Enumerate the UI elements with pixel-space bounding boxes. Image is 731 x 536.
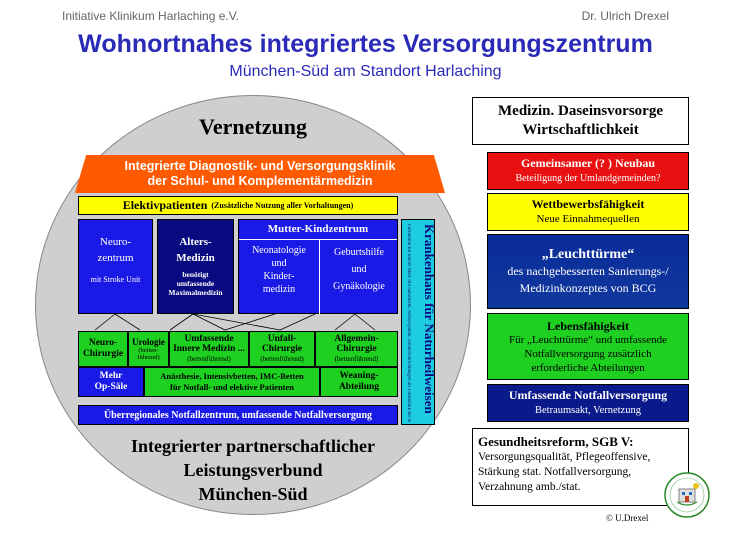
box-line: erforderliche Abteilungen	[531, 361, 645, 374]
box-line: Medizinkonzeptes von BCG	[519, 281, 657, 295]
box-line: Versorgungsqualität, Pflegeoffensive,	[478, 451, 651, 463]
dept-label: Unfall-	[267, 334, 297, 344]
box-notfallversorgung: Umfassende Notfallversorgung Betraumsakt…	[487, 384, 689, 422]
naturheil-column: Krankenhaus für Naturheilweisen Fachklin…	[401, 219, 437, 425]
alters-title: Medizin	[176, 252, 215, 264]
klinik-banner-line: der Schul- und Komplementärmedizin	[147, 174, 373, 188]
dept-unfallchirurgie: Unfall- Chirurgie (bettenführend)	[249, 331, 315, 367]
box-line: Medizin. Daseinsvorsorge	[498, 103, 663, 119]
initiative-logo-icon	[664, 472, 710, 518]
dept-label: Chirurgie	[261, 344, 303, 354]
box-line: Stärkung stat. Notfallversorgung,	[478, 466, 632, 478]
box-line: des nachgebesserten Sanierungs-/	[507, 264, 669, 278]
box-sub: Betraumsakt, Vernetzung	[535, 405, 641, 416]
elektiv-note: (Zusätzliche Nutzung aller Vorhaltungen)	[211, 201, 354, 210]
dept-note: (betten- führend)	[137, 347, 160, 361]
neonatologie-text: und	[271, 258, 287, 269]
dept-note: (bettenführend)	[187, 355, 231, 363]
box-sub: Neue Einnahmequellen	[536, 213, 640, 225]
klinik-banner: Integrierte Diagnostik- und Versorgungsk…	[75, 155, 445, 193]
connector-lines	[94, 313, 376, 331]
dept-label: Allgemein-	[334, 334, 379, 344]
geburtshilfe-text: und	[351, 264, 367, 275]
box-line: Notfallversorgung zusätzlich	[524, 347, 652, 360]
weaning-label: Abteilung	[338, 382, 380, 392]
neuro-title: zentrum	[97, 252, 134, 264]
op-label: Mehr	[99, 371, 123, 381]
klinik-banner-line: Integrierte Diagnostik- und Versorgungsk…	[124, 159, 396, 173]
mutter-kind-box: Mutter-Kindzentrum Neonatologie und Kind…	[238, 219, 398, 314]
op-label: Op-Säle	[94, 382, 128, 392]
dept-neurochirurgie: Neuro- Chirurgie	[78, 331, 128, 367]
op-saele-box: Mehr Op-Säle	[78, 367, 144, 397]
mutter-kind-divider	[239, 239, 397, 240]
box-neubau: Gemeinsamer (? ) Neubau Beteiligung der …	[487, 152, 689, 190]
neonatologie-text: Kinder-	[263, 271, 295, 282]
box-leuchttuerme: „Leuchttürme“ des nachgebesserten Sanier…	[487, 234, 689, 309]
dept-urologie: Urologie (betten- führend)	[128, 331, 169, 367]
dept-label: Chirurgie	[82, 349, 124, 359]
naturheil-note: Fachklinik für Innere Med. mit naturheil…	[406, 224, 411, 422]
notfall-bar: Überregionales Notfallzentrum, umfassend…	[78, 405, 398, 425]
box-daseinsvorsorge: Medizin. Daseinsvorsorge Wirtschaftlichk…	[472, 97, 689, 145]
neonatologie-text: medizin	[262, 284, 296, 295]
box-line: Wirtschaftlichkeit	[522, 122, 639, 138]
box-title: Gemeinsamer (? ) Neubau	[520, 156, 656, 170]
anaesthesie-box: Anästhesie, Intensivbetten, IMC-Betten f…	[144, 367, 320, 397]
geburtshilfe-text: Gynäkologie	[333, 281, 385, 292]
elektiv-bar: Elektivpatienten (Zusätzliche Nutzung al…	[78, 196, 398, 215]
neuro-title: Neuro-	[99, 236, 132, 248]
box-gesundheitsreform: Gesundheitsreform, SGB V: Versorgungsqua…	[472, 428, 689, 506]
mutter-kind-divider	[319, 239, 320, 314]
oval-bottom-line: Leistungsverbund	[183, 460, 323, 480]
alters-medizin-box: Alters- Medizin benötigt umfassende Maxi…	[157, 219, 234, 314]
naturheil-title: Krankenhaus für Naturheilweisen	[422, 224, 437, 414]
alters-note: umfassende	[176, 279, 215, 288]
box-title: „Leuchttürme“	[541, 247, 635, 262]
alters-note: benötigt	[182, 270, 209, 279]
page-subtitle: München-Süd am Standort Harlaching	[229, 63, 502, 80]
alters-note: Maximalmedizin	[168, 288, 223, 297]
oval-bottom-line: Integrierter partnerschaftlicher	[130, 436, 376, 456]
copyright: © U.Drexel	[606, 513, 649, 523]
dept-label: Umfassende	[184, 334, 234, 344]
box-title: Umfassende Notfallversorgung	[508, 388, 668, 402]
page-title: Wohnortnahes integriertes Versorgungszen…	[78, 30, 653, 58]
dept-label: Innere Medizin ...	[173, 344, 245, 354]
anaesthesie-label: für Notfall- und elektive Patienten	[169, 382, 295, 392]
elektiv-main: Elektivpatienten	[122, 198, 208, 212]
dept-label: Chirurgie	[336, 344, 377, 354]
dept-note: (bettenführend)	[334, 355, 379, 363]
box-line: Verzahnung amb./stat.	[478, 481, 581, 493]
oval-bottom-label: Integrierter partnerschaftlicher Leistun…	[35, 432, 471, 508]
box-title: Lebensfähigkeit	[546, 318, 629, 333]
weaning-label: Weaning-	[339, 371, 379, 381]
alters-title: Alters-	[179, 236, 212, 248]
oval-bottom-line: München-Süd	[198, 484, 308, 504]
neurozentrum-box: Neuro- zentrum mit Stroke Unit	[78, 219, 153, 314]
dept-note: (bettenführend)	[260, 355, 304, 363]
oval-top-label: Vernetzung	[199, 114, 307, 139]
weaning-box: Weaning- Abteilung	[320, 367, 398, 397]
anaesthesie-label: Anästhesie, Intensivbetten, IMC-Betten	[160, 371, 304, 381]
box-lebensfaehigkeit: Lebensfähigkeit Für „Leuchttürme“ und um…	[487, 313, 689, 380]
header-author: Dr. Ulrich Drexel	[581, 9, 669, 23]
dept-label: Urologie	[132, 337, 165, 347]
dept-label: Neuro-	[88, 338, 118, 348]
box-line: Für „Leuchttürme“ und umfassende	[509, 333, 667, 346]
box-sub: Beteiligung der Umlandgemeinden?	[515, 173, 661, 184]
neuro-note: mit Stroke Unit	[90, 275, 141, 284]
dept-innere-medizin: Umfassende Innere Medizin ... (bettenfüh…	[169, 331, 249, 367]
box-title: Gesundheitsreform, SGB V:	[478, 434, 634, 449]
neonatologie-text: Neonatologie	[252, 245, 306, 256]
header-org: Initiative Klinikum Harlaching e.V.	[62, 9, 239, 23]
box-wettbewerb: Wettbewerbsfähigkeit Neue Einnahmequelle…	[487, 193, 689, 231]
geburtshilfe-text: Geburtshilfe	[334, 247, 384, 258]
dept-allgemeinchirurgie: Allgemein- Chirurgie (bettenführend)	[315, 331, 398, 367]
box-title: Wettbewerbsfähigkeit	[531, 197, 645, 211]
mutter-kind-title: Mutter-Kindzentrum	[267, 223, 369, 235]
